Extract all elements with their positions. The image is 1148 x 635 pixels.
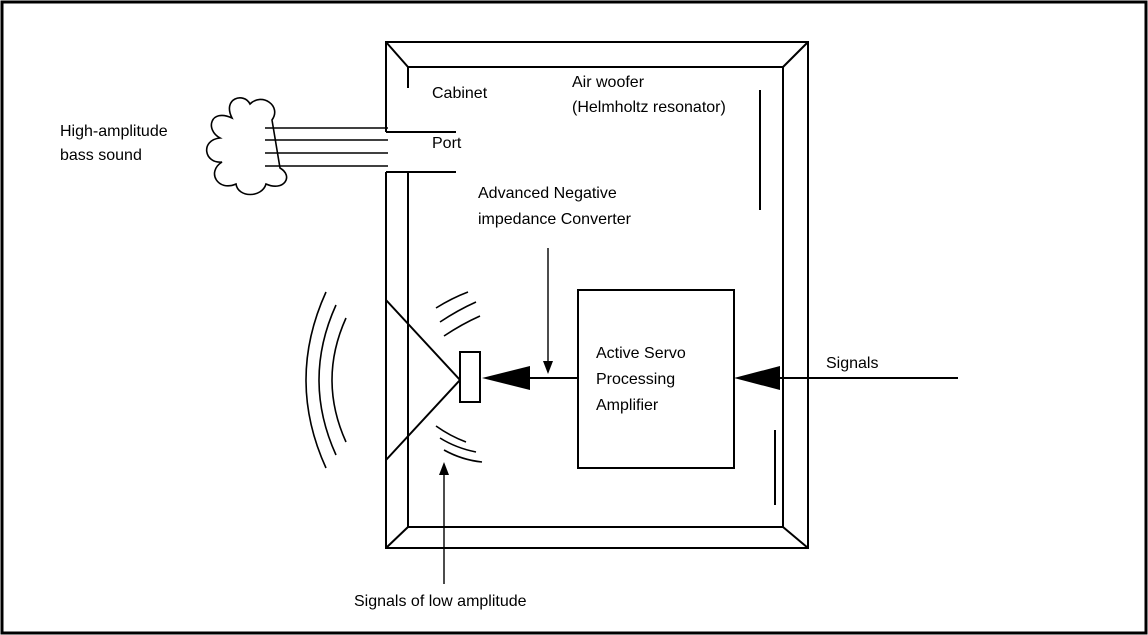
inner-sound-waves (435, 291, 483, 463)
driver-coil (459, 351, 481, 403)
signals-input-arrow (734, 366, 958, 390)
speaker-cone (385, 299, 462, 461)
outer-sound-waves (305, 291, 347, 469)
high-amplitude-label-line1: High-amplitude (60, 123, 168, 140)
cabinet-label: Cabinet (432, 85, 488, 102)
amplifier-box (577, 289, 735, 469)
amplifier-label-line1: Active Servo (596, 345, 686, 362)
sound-cloud-icon (205, 97, 288, 196)
anc-label-line2: impedance Converter (478, 211, 632, 228)
amp-to-driver-arrow (482, 366, 578, 390)
anc-label-line1: Advanced Negative (478, 185, 617, 202)
anc-pointer-arrow (543, 248, 553, 374)
port-airflow-lines (265, 127, 388, 167)
port-opening (386, 131, 456, 173)
signals-label: Signals (826, 355, 878, 372)
high-amplitude-label-line2: bass sound (60, 147, 142, 164)
low-amplitude-pointer-arrow (439, 462, 449, 584)
low-amplitude-label: Signals of low amplitude (354, 593, 527, 610)
air-woofer-label-line1: Air woofer (572, 74, 645, 91)
cabinet (385, 41, 809, 549)
amplifier-label-line3: Amplifier (596, 397, 659, 414)
amplifier-label-line2: Processing (596, 371, 675, 388)
port-label: Port (432, 135, 462, 152)
air-woofer-label-line2: (Helmholtz resonator) (572, 99, 726, 116)
